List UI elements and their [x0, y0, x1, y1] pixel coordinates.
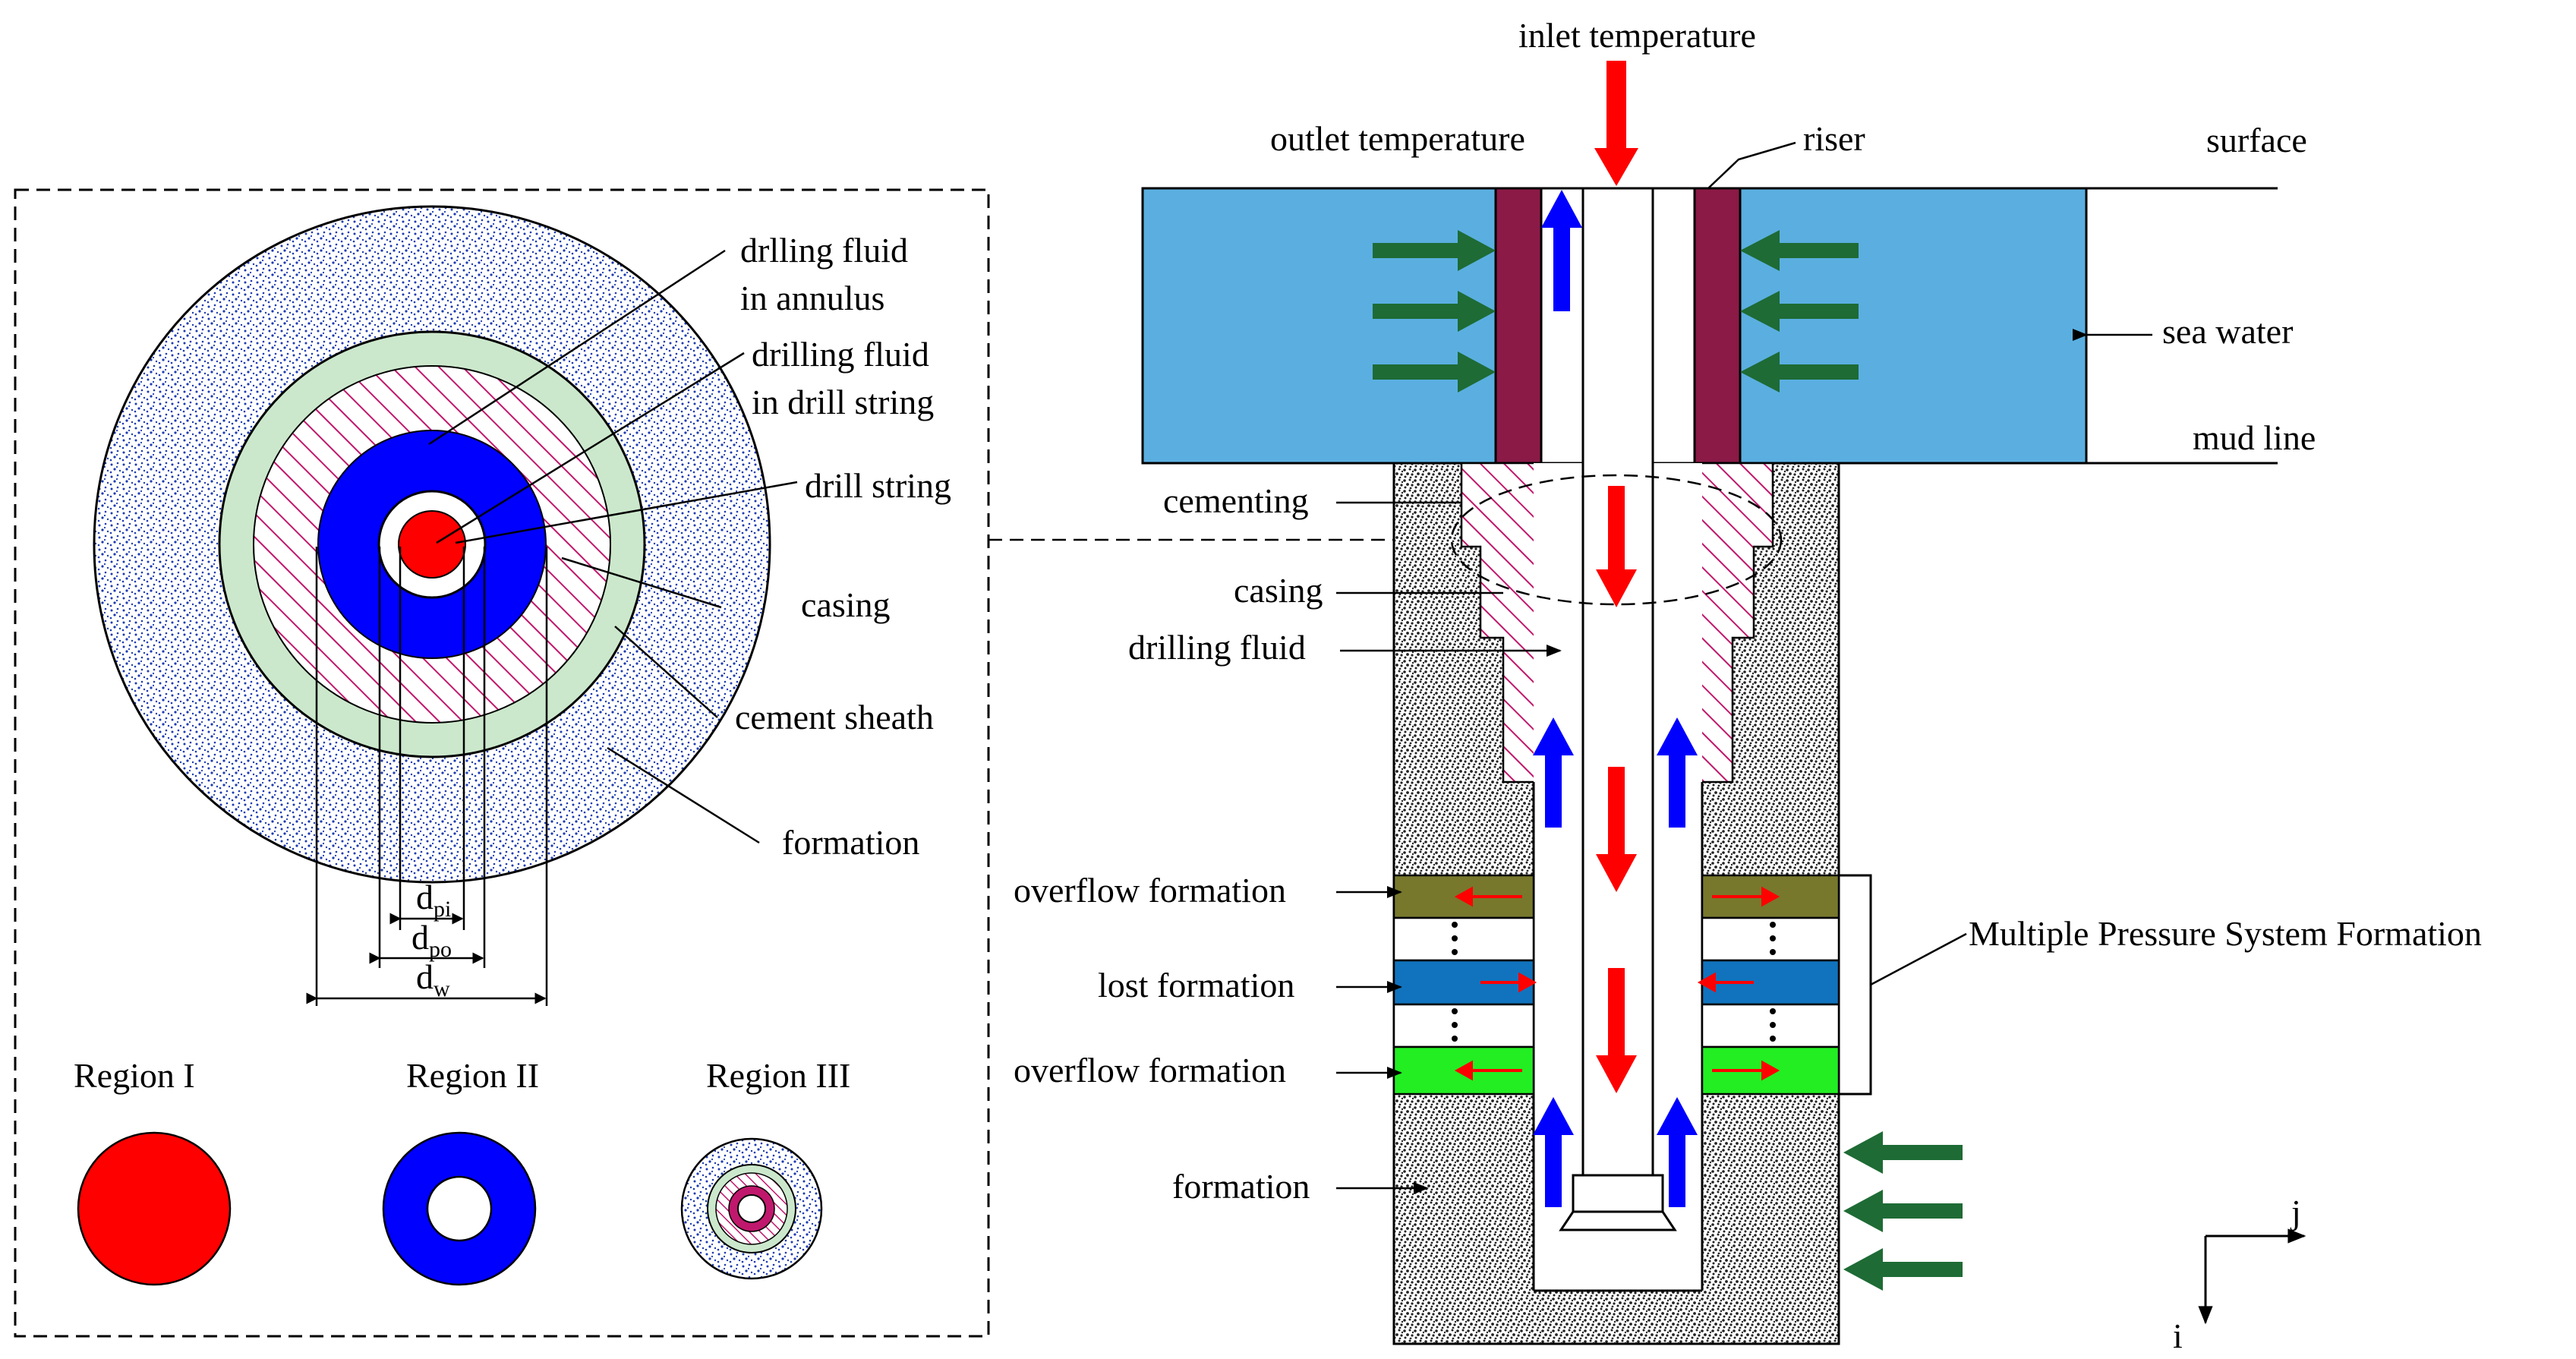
- well-panel: inlet temperature outlet temperature ris…: [1014, 16, 2482, 1355]
- label-sea-water: sea water: [2162, 312, 2293, 351]
- region-3-rings: [680, 1137, 823, 1280]
- leader-lines: [428, 249, 798, 844]
- lateral-flow-arrows: [1454, 886, 1780, 1081]
- label-drill-string: drill string: [805, 466, 951, 505]
- label-formation-left: formation: [782, 823, 919, 862]
- label-drilling-fluid: drilling fluid: [1128, 628, 1306, 667]
- casing-cementing: [1460, 462, 1774, 784]
- heat-arrow-icon: [1373, 230, 1963, 1291]
- label-string-fluid-2: in drill string: [752, 383, 934, 421]
- flow-arrow-icon: [1594, 61, 1638, 1093]
- label-riser: riser: [1803, 119, 1865, 158]
- label-overflow-top: overflow formation: [1014, 871, 1286, 910]
- riser-left-wall: [1494, 187, 1543, 465]
- label-casing-left: casing: [801, 585, 891, 624]
- label-lost-formation: lost formation: [1098, 966, 1294, 1004]
- region-1-label: Region I: [74, 1056, 195, 1095]
- region-3-label: Region III: [706, 1056, 850, 1095]
- label-annulus-fluid-2: in annulus: [740, 279, 884, 317]
- well-leaders: [1336, 141, 2152, 1194]
- cross-section-panel: dpi dpo dw drlling fluid in annulus dril…: [14, 188, 990, 1338]
- label-casing-right: casing: [1234, 571, 1323, 610]
- label-formation-right: formation: [1172, 1167, 1310, 1206]
- dim-d-pi: dpi: [416, 878, 451, 922]
- dim-d-po: dpo: [411, 918, 452, 962]
- label-cement-sheath: cement sheath: [735, 698, 934, 736]
- label-surface: surface: [2206, 121, 2307, 159]
- axis-label-i: i: [2173, 1316, 2183, 1355]
- label-inlet-temperature: inlet temperature: [1518, 16, 1756, 55]
- riser-right-wall: [1693, 187, 1742, 465]
- mps-brace: [1839, 874, 1872, 1096]
- label-overflow-bottom: overflow formation: [1014, 1051, 1286, 1089]
- label-annulus-fluid-1: drlling fluid: [740, 231, 908, 270]
- region-2-label: Region II: [406, 1056, 539, 1095]
- label-string-fluid-1: drilling fluid: [752, 335, 929, 374]
- label-mps-formation: Multiple Pressure System Formation: [1969, 914, 2482, 953]
- detail-ellipse: [1450, 474, 1783, 606]
- ellipsis-dots-icon: [1452, 922, 1776, 1042]
- label-outlet-temperature: outlet temperature: [1270, 119, 1525, 158]
- flow-arrow-icon: [1533, 190, 1698, 1207]
- string-fluid-core: [398, 510, 466, 579]
- dimension-lines: [306, 547, 548, 1006]
- cross-section-frame: [14, 188, 990, 1338]
- region-1-disk: [77, 1131, 232, 1286]
- label-mud-line: mud line: [2193, 418, 2316, 457]
- axis-label-j: j: [2290, 1193, 2301, 1231]
- label-cementing: cementing: [1163, 481, 1309, 520]
- axis-indicator: [2198, 1228, 2306, 1325]
- drill-bit: [1559, 1174, 1677, 1231]
- dim-d-w: dw: [416, 957, 450, 1001]
